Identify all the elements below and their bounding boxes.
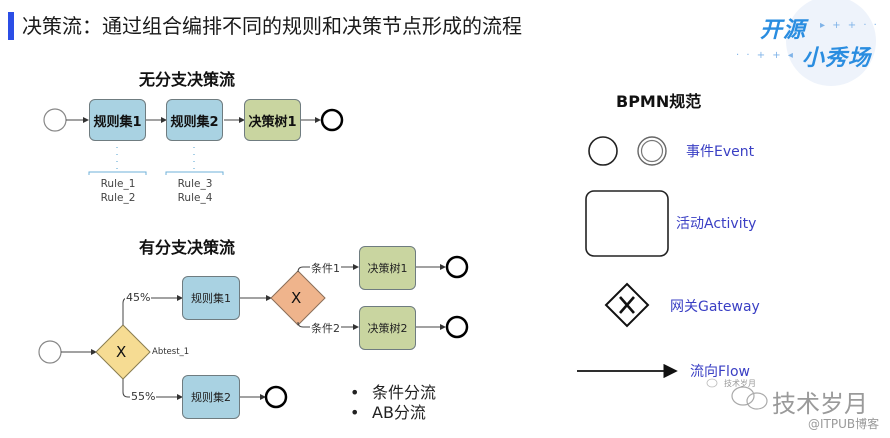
task-label: 决策树1 <box>248 114 297 130</box>
condition-2-label: 条件2 <box>310 320 341 336</box>
page-title: 决策流：通过组合编排不同的规则和决策节点形成的流程 <box>22 14 522 38</box>
branch-flow-title: 有分支决策流 <box>139 238 236 257</box>
logo-line2: 小秀场 <box>802 46 872 71</box>
flow-arrow <box>297 321 359 330</box>
end-event-icon <box>445 315 469 339</box>
condition-1-label: 条件1 <box>310 260 341 276</box>
event-circle-icon <box>588 136 618 166</box>
wechat-icon <box>731 386 768 410</box>
task-label: 规则集1 <box>93 114 142 130</box>
watermark-small: 技术岁月 <box>724 379 756 388</box>
logo-dots-icon: ▸ + + · · <box>820 20 879 31</box>
bpmn-legend-title: BPMN规范 <box>616 92 702 111</box>
end-event-icon <box>445 255 469 279</box>
task-label: 规则集1 <box>191 292 231 305</box>
activity-rect-icon <box>585 190 669 257</box>
logo-dots-icon: · · + + ◂ <box>736 50 795 61</box>
legend-activity-label: 活动Activity <box>676 216 757 232</box>
wechat-small-icon <box>706 378 718 388</box>
branch-55-label: 55% <box>130 390 157 403</box>
ab-gateway-x-label: X <box>116 343 127 361</box>
rule-list-2: Rule_3 Rule_4 <box>171 177 219 205</box>
task-decision-tree-1[interactable]: 决策树1 <box>244 99 301 141</box>
gateway-x-icon <box>619 296 635 314</box>
task-decision-tree-2-branch[interactable]: 决策树2 <box>359 306 416 350</box>
legend-flow-label: 流向Flow <box>690 364 750 380</box>
logo: 开源 ▸ + + · · · · + + ◂ 小秀场 <box>736 0 886 86</box>
task-label: 决策树1 <box>367 262 408 275</box>
title-accent-bar <box>8 12 14 40</box>
task-ruleset-1-branch[interactable]: 规则集1 <box>182 276 240 320</box>
annotation-bracket <box>165 171 224 175</box>
task-label: 规则集2 <box>191 391 231 404</box>
condition-gateway-x-label: X <box>291 289 302 307</box>
task-ruleset-1[interactable]: 规则集1 <box>89 99 146 141</box>
task-label: 决策树2 <box>367 322 408 335</box>
bullet-item: 条件分流 <box>350 383 436 403</box>
rule-list-1: Rule_1 Rule_2 <box>94 177 142 205</box>
rule-item: Rule_2 <box>100 192 136 204</box>
task-decision-tree-1-branch[interactable]: 决策树1 <box>359 246 416 290</box>
legend-gateway-label: 网关Gateway <box>670 299 760 315</box>
ab-gateway-name: Abtest_1 <box>152 347 190 357</box>
end-event-icon <box>320 108 344 132</box>
annotation-bracket <box>88 171 147 175</box>
task-ruleset-2-branch[interactable]: 规则集2 <box>182 375 240 419</box>
rule-item: Rule_3 <box>177 178 213 190</box>
legend-event-label: 事件Event <box>686 144 755 160</box>
watermark-main: 技术岁月 <box>772 390 868 418</box>
intermediate-event-icon <box>640 139 664 163</box>
task-ruleset-2[interactable]: 规则集2 <box>166 99 223 141</box>
start-event-icon <box>43 108 67 132</box>
start-event-icon <box>38 340 62 364</box>
branch-45-label: 45% <box>125 291 152 304</box>
rule-item: Rule_4 <box>177 192 213 204</box>
bullet-item: AB分流 <box>350 403 436 423</box>
flow-arrow <box>297 264 359 273</box>
rule-item: Rule_1 <box>100 178 136 190</box>
watermark-site: @ITPUB博客 <box>808 417 880 431</box>
logo-background-circle <box>786 0 876 86</box>
flow-arrow <box>122 379 183 400</box>
logo-line1: 开源 <box>760 18 807 43</box>
no-branch-flow-title: 无分支决策流 <box>139 70 236 89</box>
bullet-list: 条件分流 AB分流 <box>350 383 436 423</box>
end-event-icon <box>264 385 288 409</box>
task-label: 规则集2 <box>170 114 219 130</box>
